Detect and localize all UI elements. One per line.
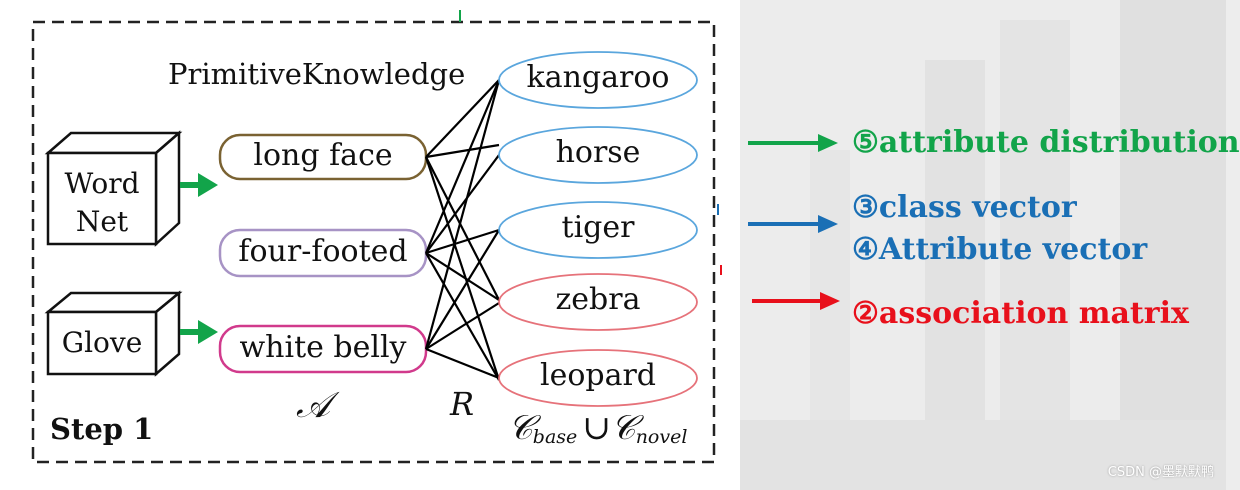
attr-dist-arrow (748, 134, 838, 152)
class-label-tiger: tiger (561, 210, 635, 245)
step-label: Step 1 (50, 412, 154, 446)
glove-arrowhead (198, 320, 218, 344)
attribute-set-symbol: 𝒜 (296, 385, 331, 426)
class-ellipse-zebra (498, 273, 698, 331)
step-frame (31, 20, 716, 464)
class-set-expression: 𝒞base ∪𝒞novel (508, 408, 687, 448)
union-symbol: ∪ (582, 408, 611, 448)
annotation-association-matrix: ②association matrix (852, 296, 1189, 331)
class-label-kangaroo: kangaroo (526, 60, 670, 95)
attr-label-long-face: long face (253, 138, 393, 173)
vector-arrow (748, 215, 838, 233)
class-ellipse-tiger (498, 201, 698, 259)
class-label-zebra: zebra (555, 282, 641, 317)
wordnet-arrowhead (198, 173, 218, 197)
source-wordnet-label: Word Net (64, 167, 140, 238)
assoc-arrow (752, 292, 840, 310)
class-base-symbol: 𝒞 (508, 408, 533, 448)
class-label-leopard: leopard (539, 358, 657, 393)
class-novel-subscript: novel (635, 426, 688, 449)
annotation-attribute-vector: ④Attribute vector (852, 232, 1148, 267)
watermark: CSDN @墨默默鸭 (1107, 465, 1214, 480)
class-base-subscript: base (532, 426, 578, 449)
diagram-title: PrimitiveKnowledge (168, 57, 466, 91)
class-novel-symbol: 𝒞 (610, 408, 636, 448)
wordnet-box (44, 130, 183, 247)
glove-box (44, 290, 183, 377)
attr-label-white-belly: white belly (239, 330, 407, 365)
class-ellipse-horse (498, 126, 698, 184)
class-label-horse: horse (555, 135, 641, 170)
class-ellipse-leopard (498, 349, 698, 407)
attr-label-four-footed: four-footed (238, 234, 408, 269)
class-ellipse-kangaroo (498, 51, 698, 109)
relation-edges (424, 79, 501, 381)
annotation-attribute-distribution: ⑤attribute distribution (852, 125, 1240, 160)
relation-symbol: R (450, 385, 475, 423)
annotation-class-vector: ③class vector (852, 190, 1077, 225)
source-glove-label: Glove (61, 326, 143, 359)
